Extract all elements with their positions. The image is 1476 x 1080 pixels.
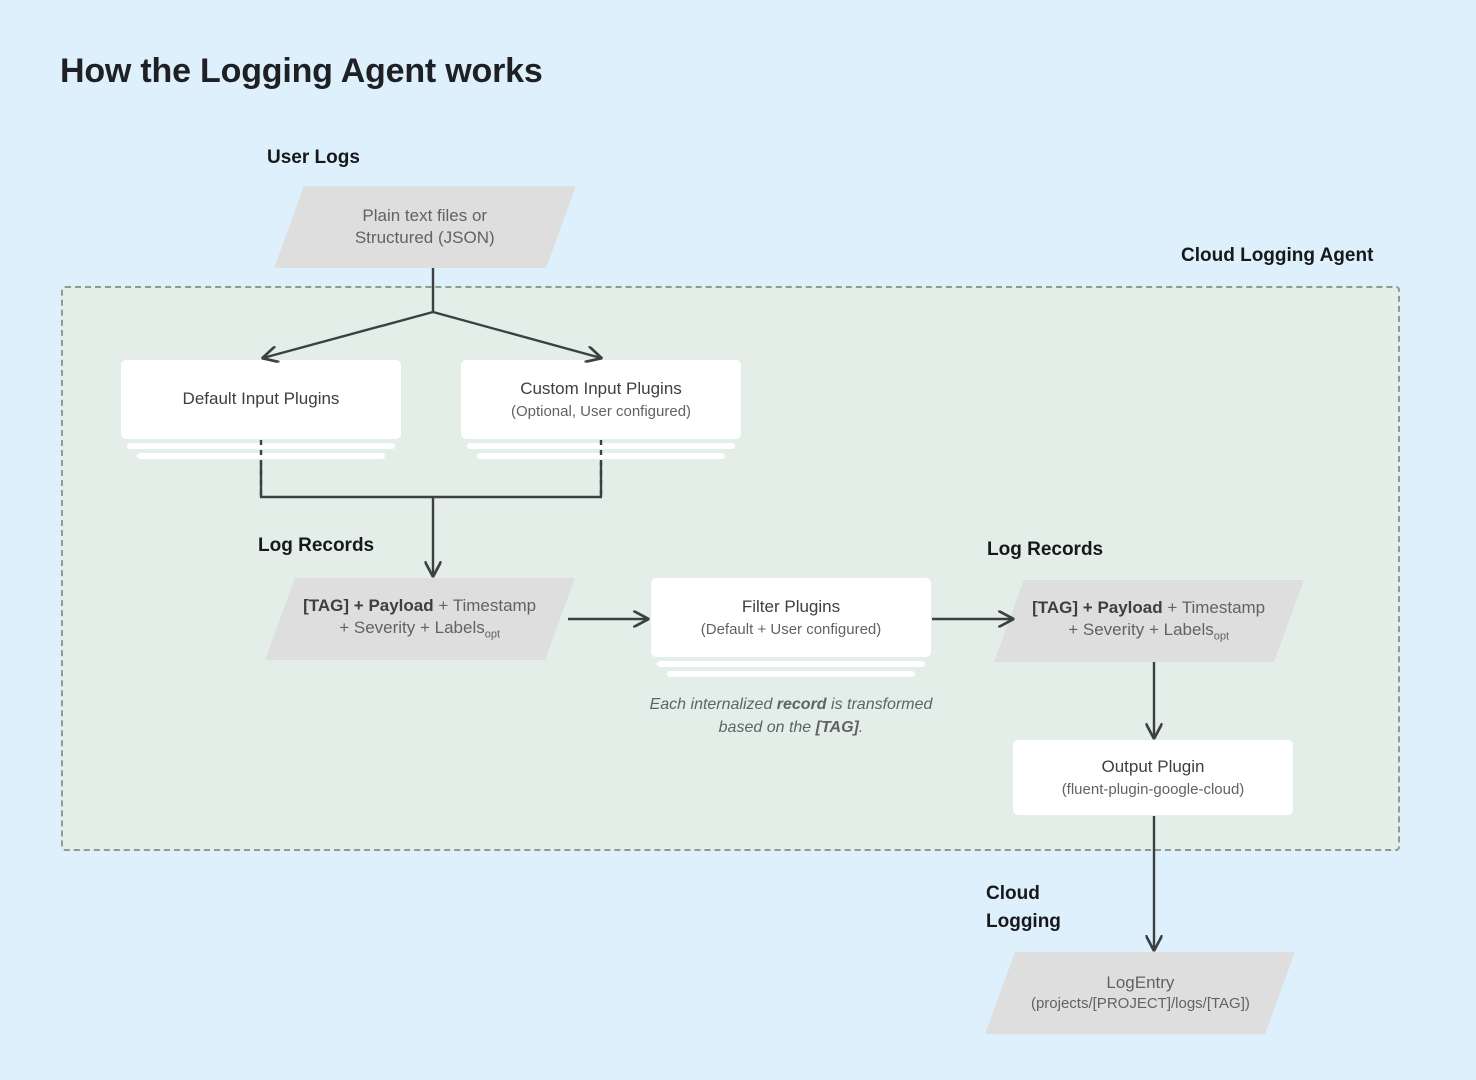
node-output-plugin-wrap: Output Plugin (fluent-plugin-google-clou… — [1013, 740, 1293, 816]
default-input-plugins-title: Default Input Plugins — [182, 389, 340, 409]
label-cloud-logging-agent: Cloud Logging Agent — [1181, 245, 1374, 266]
transform-note-bold-record: record — [776, 696, 827, 713]
output-plugin-subtitle: (fluent-plugin-google-cloud) — [1061, 780, 1245, 798]
node-custom-input-plugins-wrap: Custom Input Plugins (Optional, User con… — [461, 360, 741, 460]
card-stack-layer-2 — [667, 671, 915, 677]
user-logs-source-line2: Structured (JSON) — [355, 228, 495, 247]
node-custom-input-plugins[interactable]: Custom Input Plugins (Optional, User con… — [461, 360, 741, 439]
card-stack-layer-1 — [127, 443, 395, 449]
node-default-input-plugins[interactable]: Default Input Plugins — [121, 360, 401, 439]
log-record-left-bold: [TAG] + Payload — [303, 596, 434, 616]
node-user-logs-source: Plain text files or Structured (JSON) — [274, 186, 576, 268]
filter-plugins-title: Filter Plugins — [741, 596, 841, 616]
card-stack-layer-1 — [467, 443, 735, 449]
custom-input-plugins-title: Custom Input Plugins — [520, 378, 682, 398]
user-logs-source-line1: Plain text files or — [362, 205, 488, 225]
label-cloud-logging: Cloud Logging — [986, 883, 1061, 932]
log-record-right-subscript: opt — [1214, 631, 1230, 644]
label-log-records-left: Log Records — [258, 535, 375, 556]
filter-plugins-subtitle: (Default + User configured) — [700, 620, 882, 638]
transform-note-mid: is transformed based on the — [718, 696, 933, 737]
node-default-input-plugins-wrap: Default Input Plugins — [121, 360, 401, 460]
node-output-plugin[interactable]: Output Plugin (fluent-plugin-google-clou… — [1013, 740, 1293, 815]
output-plugin-title: Output Plugin — [1101, 756, 1205, 776]
log-record-left-rest: + Timestamp — [434, 596, 537, 616]
transform-note-post: . — [858, 719, 864, 737]
node-filter-plugins[interactable]: Filter Plugins (Default + User configure… — [651, 578, 931, 657]
node-log-record-left: [TAG] + Payload + Timestamp + Severity +… — [265, 578, 575, 660]
log-entry-title: LogEntry — [1105, 972, 1175, 992]
card-stack-layer-1 — [657, 661, 925, 667]
node-filter-plugins-wrap: Filter Plugins (Default + User configure… — [651, 578, 931, 678]
log-record-right-bold: [TAG] + Payload — [1032, 598, 1163, 618]
log-record-left-subscript: opt — [485, 629, 501, 642]
log-record-right-line2: + Severity + Labels — [1068, 620, 1215, 640]
custom-input-plugins-subtitle: (Optional, User configured) — [510, 402, 692, 420]
log-record-right-rest: + Timestamp — [1163, 598, 1266, 618]
log-record-left-line2: + Severity + Labels — [339, 618, 486, 638]
node-log-record-right: [TAG] + Payload + Timestamp + Severity +… — [994, 580, 1304, 662]
node-log-entry: LogEntry (projects/[PROJECT]/logs/[TAG]) — [985, 952, 1295, 1034]
label-user-logs: User Logs — [267, 147, 360, 168]
card-stack-layer-2 — [137, 453, 385, 459]
log-entry-subtitle: (projects/[PROJECT]/logs/[TAG]) — [1030, 995, 1250, 1013]
transform-note: Each internalized record is transformed … — [641, 693, 941, 739]
label-log-records-right: Log Records — [987, 539, 1104, 560]
transform-note-pre: Each internalized — [649, 696, 777, 713]
page-title: How the Logging Agent works — [60, 52, 543, 90]
transform-note-bold-tag: [TAG] — [815, 719, 859, 737]
card-stack-layer-2 — [477, 453, 725, 459]
